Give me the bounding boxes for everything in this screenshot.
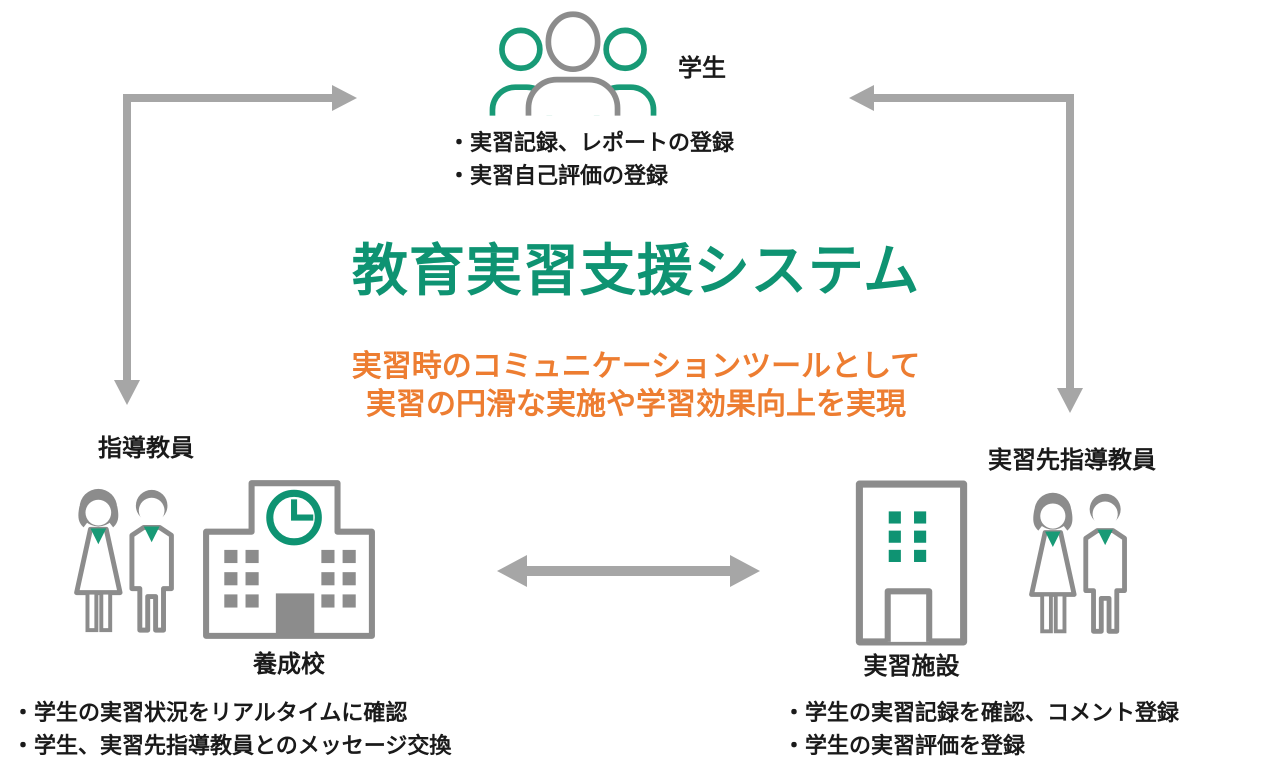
page-title: 教育実習支援システム xyxy=(351,239,921,302)
school-label: 養成校 xyxy=(253,651,325,678)
site-teachers-bullet-2: ・学生の実習評価を登録 xyxy=(783,733,1026,758)
subtitle: 実習時のコミュニケーションツールとして 実習の円滑な実施や学習効果向上を実現 xyxy=(0,348,1272,424)
site-teachers-label: 実習先指導教員 xyxy=(988,447,1156,474)
students-bullet-1: ・実習記録、レポートの登録 xyxy=(448,130,735,155)
horizontal-double-arrow xyxy=(497,555,760,587)
students-label: 学生 xyxy=(678,55,726,82)
students-bullets: ・実習記録、レポートの登録 ・実習自己評価の登録 xyxy=(448,126,734,192)
students-bullet-2: ・実習自己評価の登録 xyxy=(448,163,669,188)
subtitle-line-1: 実習時のコミュニケーションツールとして xyxy=(351,350,921,383)
school-building-icon xyxy=(198,476,380,640)
instructors-pair-icon xyxy=(60,482,190,640)
site-teachers-bullet-1: ・学生の実習記録を確認、コメント登録 xyxy=(783,700,1180,725)
instructors-bullets: ・学生の実習状況をリアルタイムに確認 ・学生、実習先指導教員とのメッセージ交換 xyxy=(12,696,451,762)
office-building-icon xyxy=(853,478,970,648)
facility-label: 実習施設 xyxy=(863,653,960,680)
site-teachers-pair-icon xyxy=(1014,486,1144,641)
instructors-bullet-2: ・学生、実習先指導教員とのメッセージ交換 xyxy=(12,733,452,758)
instructors-label: 指導教員 xyxy=(98,435,194,462)
site-teachers-bullets: ・学生の実習記録を確認、コメント登録 ・学生の実習評価を登録 xyxy=(783,696,1179,762)
students-group-icon xyxy=(483,8,663,120)
instructors-bullet-1: ・学生の実習状況をリアルタイムに確認 xyxy=(12,700,408,725)
subtitle-line-2: 実習の円滑な実施や学習効果向上を実現 xyxy=(366,388,906,421)
